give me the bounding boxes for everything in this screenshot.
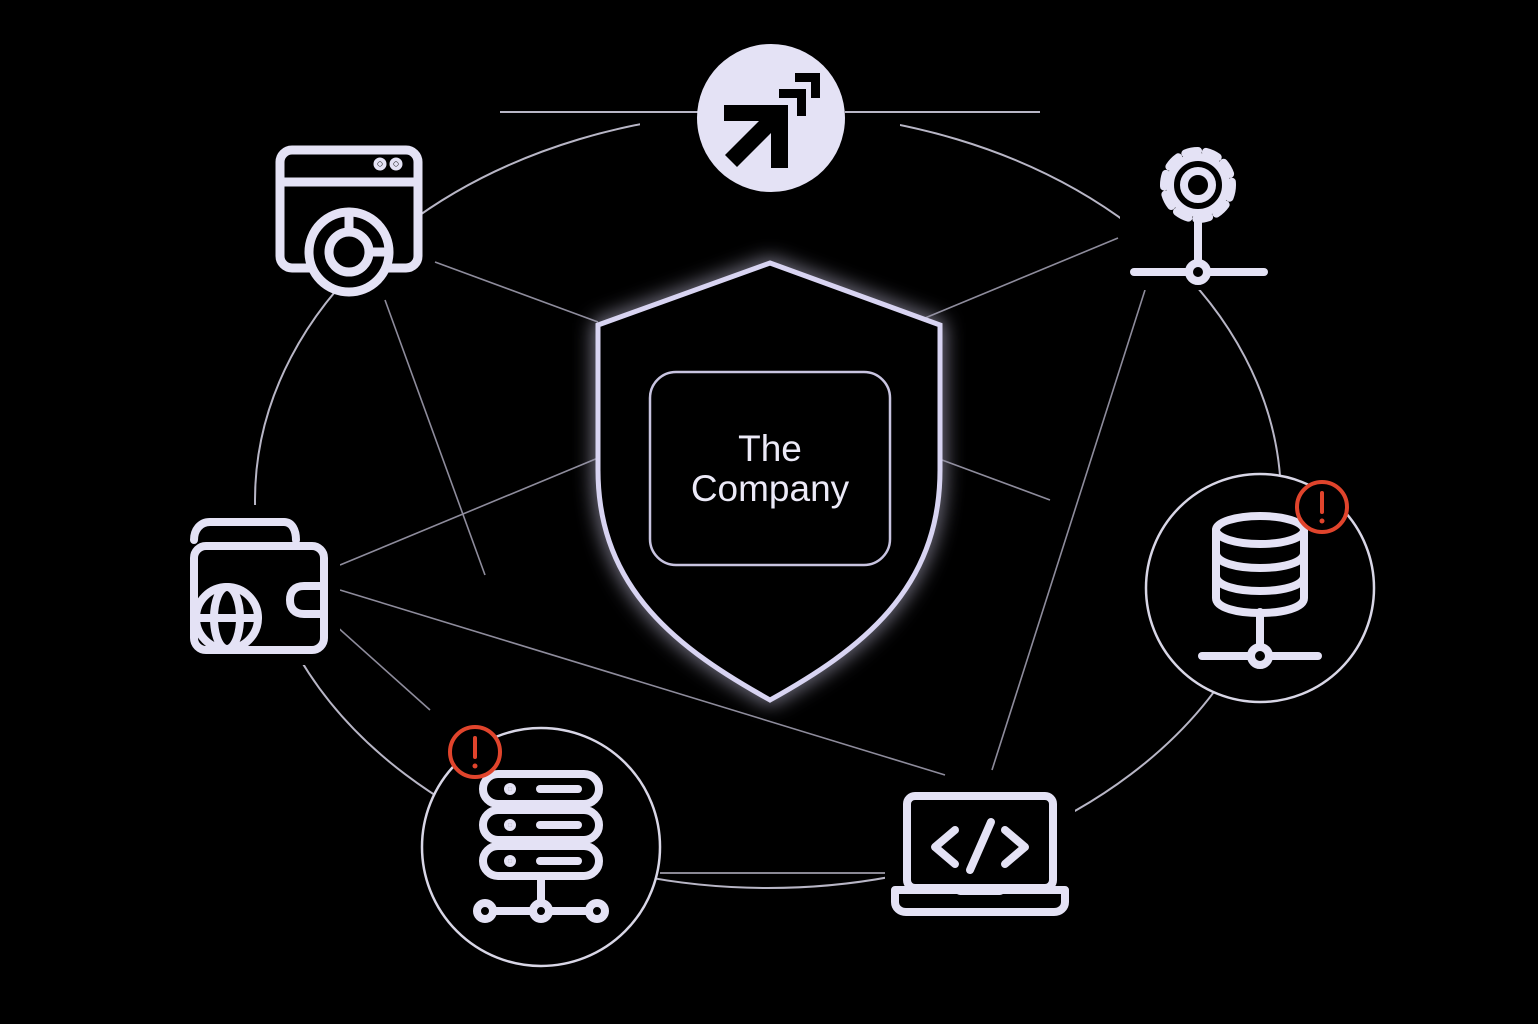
alert-icon: [448, 725, 502, 779]
company-label: The Company: [650, 372, 890, 565]
server-stack-icon: [420, 726, 662, 968]
browser-chart-icon: [275, 145, 423, 297]
company-label-line2: Company: [690, 467, 850, 509]
shield-icon: [595, 260, 943, 703]
laptop-code-icon: [885, 785, 1075, 925]
gear-network-icon: [1120, 130, 1280, 290]
company-label-line1: The: [738, 427, 802, 469]
alert-icon: [1295, 480, 1349, 534]
arrow-up-right-logo-icon: [500, 44, 1040, 192]
wallet-globe-icon: [180, 505, 340, 665]
connection-lines: [334, 237, 1146, 874]
company-box: [648, 370, 892, 567]
